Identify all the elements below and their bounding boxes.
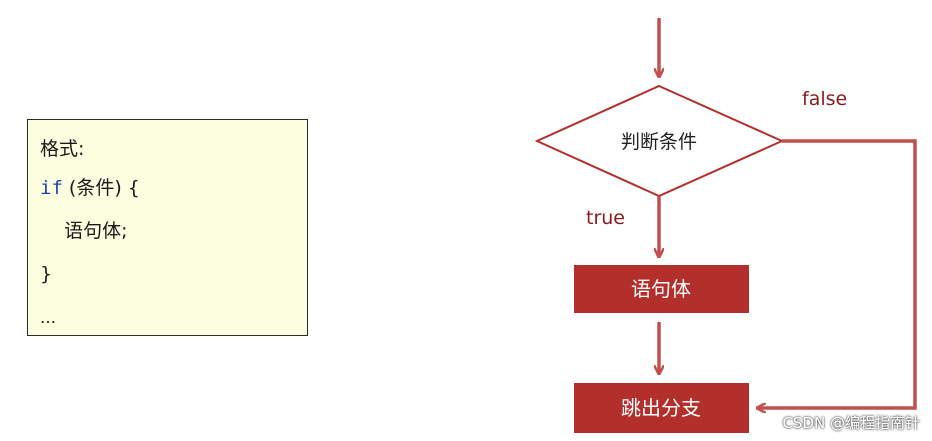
false-label: false: [802, 88, 847, 110]
code-line-format: 格式:: [40, 138, 85, 160]
code-line-ellipsis: …: [40, 308, 56, 327]
code-line-body: 语句体;: [40, 220, 128, 242]
exit-branch-block: [574, 383, 749, 433]
watermark: CSDN @编程指南针: [782, 414, 920, 432]
code-format-box: 格式: if (条件) { 语句体; } …: [27, 119, 308, 336]
if-condition: (条件) {: [62, 177, 140, 199]
code-line-if: if (条件) {: [40, 167, 295, 210]
true-label: true: [586, 207, 625, 229]
if-keyword: if: [40, 177, 63, 199]
decision-label: 判断条件: [621, 131, 697, 153]
false-path: [758, 139, 917, 408]
exit-branch-label: 跳出分支: [621, 396, 701, 420]
statement-block: [574, 265, 749, 313]
code-line-close-brace: }: [40, 263, 53, 285]
statement-block-label: 语句体: [631, 277, 691, 301]
